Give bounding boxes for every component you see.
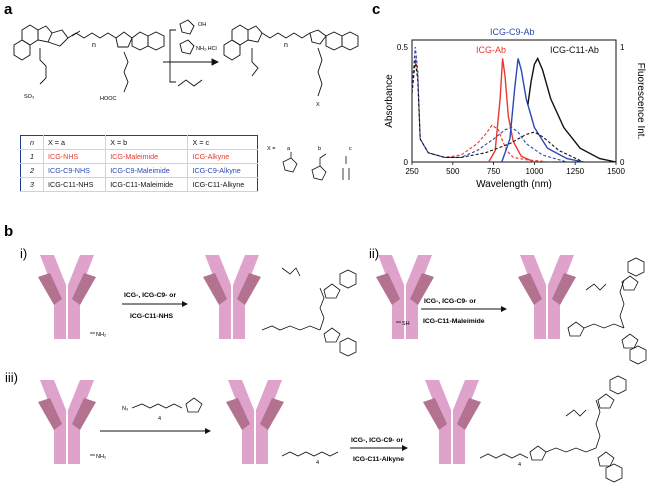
series-line-absorbance: [411, 46, 568, 163]
nhs-azide-reagent: [131, 397, 203, 413]
antibody-iii-start: [38, 380, 96, 464]
reagent-oh: OH: [198, 22, 206, 28]
sh-label: SH: [402, 321, 410, 327]
series-label: ICG-C11-Ab: [550, 45, 599, 55]
antibody-i-start: [38, 255, 96, 339]
reaction-iii-line2: ICG-C11-Alkyne: [353, 456, 404, 463]
table-cell-a: ICG-NHS: [43, 149, 107, 164]
dye-structure-left: [13, 24, 165, 93]
table-header-b: X = b: [105, 135, 189, 150]
table-cell-c: ICG-Alkyne: [187, 149, 258, 164]
x-tick-label: 250: [405, 167, 419, 176]
table-cell-c: ICG-C11-Alkyne: [187, 177, 258, 192]
sub-label-ii: ii): [369, 246, 379, 261]
table-header-c: X = c: [187, 135, 258, 150]
four-label-end: 4: [518, 462, 521, 468]
series-line-fluorescence: [501, 58, 584, 163]
arrow-iii-2: [350, 445, 408, 451]
dye-conjugate-ii: [567, 257, 647, 365]
panel-label-a: a: [4, 1, 13, 18]
y-right-tick-label: 0: [620, 158, 625, 167]
table-cell-n: 3: [20, 177, 44, 192]
y-left-tick-label: 0: [404, 158, 409, 167]
reaction-ii-line1: ICG-, ICG-C9- or: [424, 298, 476, 305]
y-right-tick-label: 1: [620, 43, 625, 52]
table-cell-b: ICG-C9-Maleimide: [105, 163, 189, 178]
table-header-n: n: [20, 135, 44, 150]
nh2-label-i: NH₂: [96, 332, 106, 338]
series-line-absorbance: [411, 60, 584, 163]
table-cell-n: 2: [20, 163, 44, 178]
nh2-label-iii: NH₂: [96, 454, 106, 460]
table-cell-c: ICG-C9-Alkyne: [187, 163, 258, 178]
reaction-i-line1: ICG-, ICG-C9- or: [124, 292, 176, 299]
reagent-nh2hcl: NH₂.HCl: [196, 46, 217, 52]
reaction-iii-line1: ICG-, ICG-C9- or: [351, 437, 403, 444]
x-letter-b: b: [318, 146, 321, 152]
product-n-label: n: [284, 42, 288, 49]
repeat-4-label: 4: [158, 416, 161, 422]
dye-conjugate-iii: [479, 375, 627, 483]
x-equals-label: X =: [267, 146, 275, 152]
table-header-a: X = a: [43, 135, 107, 150]
arrow-i: [122, 301, 188, 307]
reaction-arrows-a: [163, 19, 220, 87]
x-substituent-label: X: [316, 102, 320, 108]
y-axis-label-left: Absorbance: [384, 74, 395, 128]
antibody-iii-product: [423, 380, 481, 464]
x-group-structures: [282, 152, 350, 181]
x-tick-label: 500: [446, 167, 460, 176]
azide-linker: [281, 451, 339, 457]
antibody-i-product: [203, 255, 261, 339]
table-cell-a: ICG-C11-NHS: [43, 177, 107, 192]
series-line-fluorescence: [527, 56, 617, 163]
x-axis-label: Wavelength (nm): [476, 179, 552, 190]
y-left-tick-label: 0.5: [397, 43, 409, 52]
plot-frame: [411, 39, 617, 163]
x-tick-label: 750: [487, 167, 501, 176]
cooh-label: HOOC: [100, 96, 117, 102]
dye-structure-right: [223, 24, 359, 97]
dye-conjugate-i: [261, 267, 357, 357]
table-cell-a: ICG-C9-NHS: [43, 163, 107, 178]
sub-label-iii: iii): [5, 370, 18, 385]
n3-label: N₃: [122, 406, 128, 412]
series-label: ICG-Ab: [476, 45, 506, 55]
panel-label-c: c: [372, 1, 380, 18]
x-tick-label: 1250: [566, 167, 584, 176]
so3-label-left: SO₃: [24, 94, 34, 100]
x-letter-c: c: [349, 146, 352, 152]
reaction-ii-line2: ICG-C11-Maleimide: [423, 318, 485, 325]
arrow-ii: [421, 306, 507, 312]
series-label: ICG-C9-Ab: [490, 27, 535, 37]
table-cell-n: 1: [20, 149, 44, 164]
antibody-ii-product: [518, 255, 576, 339]
x-tick-label: 1000: [526, 167, 544, 176]
arrow-iii-1: [100, 428, 211, 434]
x-letter-a: a: [287, 146, 291, 152]
panel-label-b: b: [4, 223, 13, 240]
x-tick-label: 1500: [607, 167, 625, 176]
four-label-mid: 4: [316, 460, 319, 466]
sub-label-i: i): [20, 246, 27, 261]
antibody-iii-mid: [226, 380, 284, 464]
y-axis-label-right: Fluorescence Int.: [635, 63, 646, 140]
series-line-absorbance: [411, 56, 551, 163]
series-line-fluorescence: [488, 58, 535, 163]
table-cell-b: ICG-Maleimide: [105, 149, 189, 164]
chain-n-label: n: [92, 42, 96, 49]
table-cell-b: ICG-C11-Maleimide: [105, 177, 189, 192]
reaction-i-line2: ICG-C11-NHS: [130, 313, 174, 320]
